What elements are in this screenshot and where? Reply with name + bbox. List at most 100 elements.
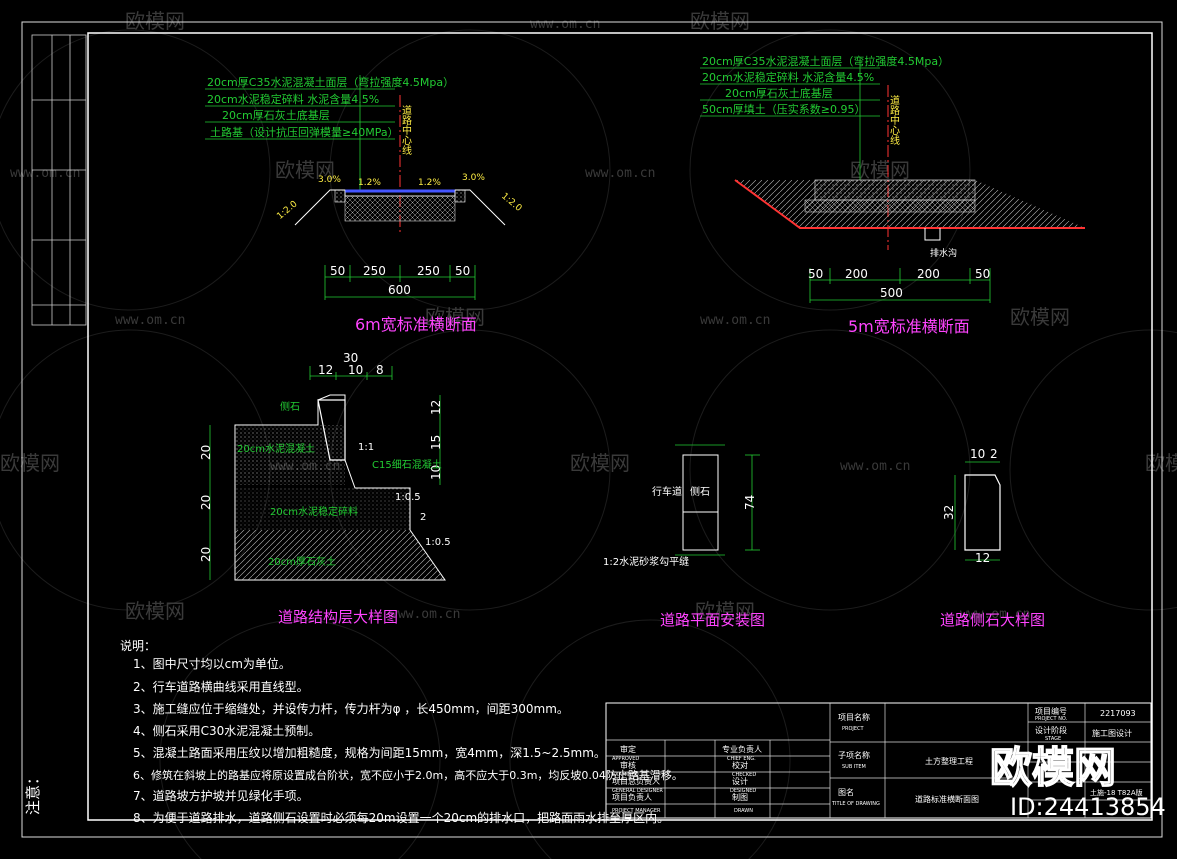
tb-role: 项目负责人 xyxy=(612,792,652,802)
watermark-logo: 欧模网 xyxy=(275,158,335,182)
tb-value: 2217093 xyxy=(1100,709,1136,718)
section-title: 道路侧石大样图 xyxy=(940,611,1045,629)
tb-value: 土施-18 T82A版 xyxy=(1090,788,1143,797)
tb-label-en: TITLE OF DRAWING xyxy=(831,801,880,807)
tb-role-en: EXAMINED xyxy=(612,772,639,778)
note-item: 6、修筑在斜坡上的路基应将原设置成台阶状，宽不应小于2.0m，高不应大于0.3m… xyxy=(133,768,683,782)
side-slope-label: 1:2.0 xyxy=(499,191,523,214)
plan-label: 侧石 xyxy=(690,485,710,498)
watermark-url: www.om.cn xyxy=(700,313,770,328)
tb-role-en: APPROVED xyxy=(612,756,639,762)
dim-label: 74 xyxy=(743,495,757,510)
logo-text: 欧模网 xyxy=(990,743,1116,792)
tb-role: 审核 xyxy=(620,760,636,770)
tb-label: 子项名称 xyxy=(838,750,870,760)
tb-label-en: STAGE xyxy=(1045,736,1061,742)
tb-label-en: PROJECT NO. xyxy=(1035,716,1068,722)
watermark-url: www.om.cn xyxy=(840,459,910,474)
tb-role-en: DRAWN xyxy=(734,808,753,814)
side-note: 注意： xyxy=(24,770,42,815)
section-title: 道路结构层大样图 xyxy=(278,608,398,626)
slope-label: 1.2% xyxy=(358,178,381,188)
layer-label: 20cm水泥稳定碎料 水泥含量4.5% xyxy=(702,70,874,84)
dim-total: 600 xyxy=(388,283,411,297)
slope-label: 1:0.5 xyxy=(425,537,451,548)
dim-label: 20 xyxy=(199,445,213,460)
dim-label: 12 xyxy=(429,400,443,415)
watermark-logo: 欧模网 xyxy=(1145,451,1177,475)
dim-label: 50 xyxy=(975,267,990,281)
tb-value: 道路标准横断面图 xyxy=(915,794,979,804)
plan-detail: 行车道 侧石 74 1:2水泥砂浆勾平缝 道路平面安装图 xyxy=(603,444,765,629)
section-title: 5m宽标准横断面 xyxy=(848,317,970,336)
tb-value: 施工图设计 xyxy=(1092,728,1132,738)
note-item: 5、混凝土路面采用压纹以增加粗糙度，规格为间距15mm，宽4mm，深1.5~2.… xyxy=(133,745,606,760)
dim-label: 8 xyxy=(376,363,384,377)
watermark-logo: 欧模网 xyxy=(695,599,755,623)
tb-role-en: CHIEF ENG. xyxy=(727,756,756,762)
plan-note: 1:2水泥砂浆勾平缝 xyxy=(603,555,689,568)
ditch-label: 排水沟 xyxy=(930,247,957,259)
dim-label: 200 xyxy=(845,267,868,281)
note-item: 3、施工缝应位于缩缝处，并设传力杆，传力杆为φ ，长450mm，间距300mm。 xyxy=(133,701,569,716)
side-slope-label: 1:2.0 xyxy=(275,199,299,222)
watermark-logo: 欧模网 xyxy=(690,9,750,33)
dimension-6m xyxy=(324,265,476,300)
dim-label: 12 xyxy=(318,363,333,377)
layer-label: 20cm水泥混凝土 xyxy=(237,442,315,455)
layer-label: 50cm厚填土（压实系数≥0.95） xyxy=(702,102,865,116)
tb-role: 项目总负责人 xyxy=(612,776,660,786)
tb-label: 设计阶段 xyxy=(1035,725,1067,735)
section-title: 道路平面安装图 xyxy=(660,611,765,629)
dim-label: 20 xyxy=(199,495,213,510)
tb-role: 专业负责人 xyxy=(722,744,762,754)
layer-label: 20cm厚石灰土底基层 xyxy=(725,86,833,100)
curb-detail: 10 2 32 12 道路侧石大样图 xyxy=(940,447,1045,629)
curb-label: 侧石 xyxy=(280,400,300,413)
tb-role-en: DESIGNED xyxy=(730,788,756,794)
inner-frame xyxy=(87,32,1153,821)
dim-label: 12 xyxy=(975,551,990,565)
dim-label: 50 xyxy=(455,264,470,278)
layer-label: 20cm水泥稳定碎料 xyxy=(270,505,358,518)
section-5m: 20cm厚C35水泥混凝土面层（弯拉强度4.5Mpa） 20cm水泥稳定碎料 水… xyxy=(700,54,1085,336)
watermark-url: www.om.cn xyxy=(585,166,655,181)
layer-label: 20cm厚石灰土 xyxy=(268,555,336,568)
watermark-logo: 欧模网 xyxy=(0,451,60,475)
tb-value: 土方整理工程 xyxy=(925,756,973,766)
dim-label: 15 xyxy=(429,435,443,450)
dim-label: 10 xyxy=(970,447,985,461)
notes: 说明： 1、图中尺寸均以cm为单位。 2、行车道路横曲线采用直线型。 3、施工缝… xyxy=(120,638,683,825)
tb-role: 制图 xyxy=(732,792,748,802)
slope-small: 2 xyxy=(420,512,426,523)
id-label: ID:24413854 xyxy=(1010,793,1166,821)
tb-label: 图名 xyxy=(838,787,854,797)
plan-label: 行车道 xyxy=(652,485,682,498)
dim-label: 250 xyxy=(417,264,440,278)
tb-role-en: GENERAL DESIGNER xyxy=(612,788,663,794)
watermark-url: www.om.cn xyxy=(960,607,1030,622)
dim-label: 30 xyxy=(343,351,358,365)
slope-label: 3.0% xyxy=(462,173,485,183)
tb-role: 设计 xyxy=(732,776,748,786)
dim-label: 50 xyxy=(330,264,345,278)
dim-label: 10 xyxy=(348,363,363,377)
layer-label: 20cm厚石灰土底基层 xyxy=(222,108,330,122)
tb-role: 校对 xyxy=(732,760,748,770)
dim-label: 20 xyxy=(199,547,213,562)
layer-label: 20cm厚C35水泥混凝土面层（弯拉强度4.5Mpa） xyxy=(702,54,949,68)
tb-label: 项目名称 xyxy=(838,712,870,722)
watermark-layer xyxy=(0,29,1177,859)
watermark-logo: 欧模网 xyxy=(425,305,485,329)
centerline-label: 道路中心线 xyxy=(400,104,412,155)
note-item: 2、行车道路横曲线采用直线型。 xyxy=(133,679,309,694)
tb-role-en: CHECKED xyxy=(732,772,756,778)
watermark-text-layer: 欧模网 欧模网 欧模网 欧模网 欧模网 欧模网 欧模网 欧模网 欧模网 欧模网 … xyxy=(0,9,1177,623)
section-title: 6m宽标准横断面 xyxy=(355,315,477,334)
layer-label: 20cm水泥稳定碎料 水泥含量4.5% xyxy=(207,92,379,106)
watermark-url: www.om.cn xyxy=(115,313,185,328)
tb-label-en: SUB ITEM xyxy=(842,764,866,770)
watermark-url: www.om.cn xyxy=(390,607,460,622)
watermark-logo: 欧模网 xyxy=(1010,305,1070,329)
